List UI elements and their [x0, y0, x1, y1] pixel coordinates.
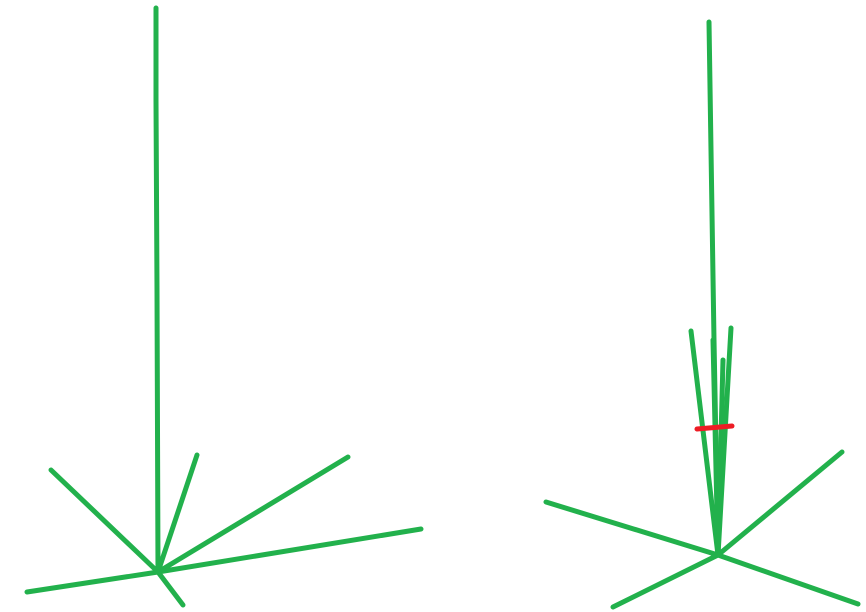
left-main-stem — [156, 8, 158, 572]
red-binding-band — [697, 426, 732, 429]
